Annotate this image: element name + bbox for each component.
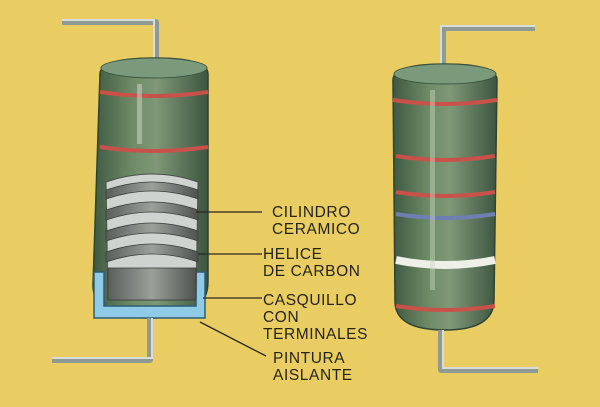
red-band (392, 98, 498, 106)
bottom-lead (52, 318, 153, 363)
carbon-helix (105, 181, 199, 301)
cutaway-resistor (52, 19, 209, 363)
label-line: CON (263, 309, 300, 326)
label-insulating-paint: PINTURA AISLANTE (273, 350, 353, 384)
label-terminal-cap: CASQUILLO CON TERMINALES (263, 292, 368, 343)
label-line: DE CARBON (263, 263, 361, 280)
label-line: CASQUILLO (263, 292, 358, 309)
body-top-face (393, 63, 497, 85)
bottom-lead (438, 330, 538, 373)
body-top-face (100, 57, 208, 79)
label-line: CILINDRO (272, 204, 351, 221)
label-line: HELICE (263, 246, 323, 263)
red-band (99, 145, 209, 153)
red-band (99, 90, 209, 98)
label-line: TERMINALES (263, 326, 369, 343)
white-band (395, 256, 496, 269)
complete-resistor (392, 25, 538, 373)
leader-line-paint (199, 321, 267, 357)
label-line: AISLANTE (273, 367, 353, 384)
label-carbon-helix: HELICE DE CARBON (263, 246, 361, 280)
label-line: CERAMICO (272, 221, 361, 238)
red-band (395, 154, 496, 162)
label-line: PINTURA (273, 350, 346, 367)
top-lead (62, 19, 159, 66)
red-band (395, 304, 496, 312)
red-band (395, 190, 496, 198)
label-ceramic-cylinder: CILINDRO CERAMICO (272, 204, 360, 238)
top-lead (440, 25, 535, 70)
blue-band (395, 212, 496, 220)
leader-lines (196, 211, 267, 357)
